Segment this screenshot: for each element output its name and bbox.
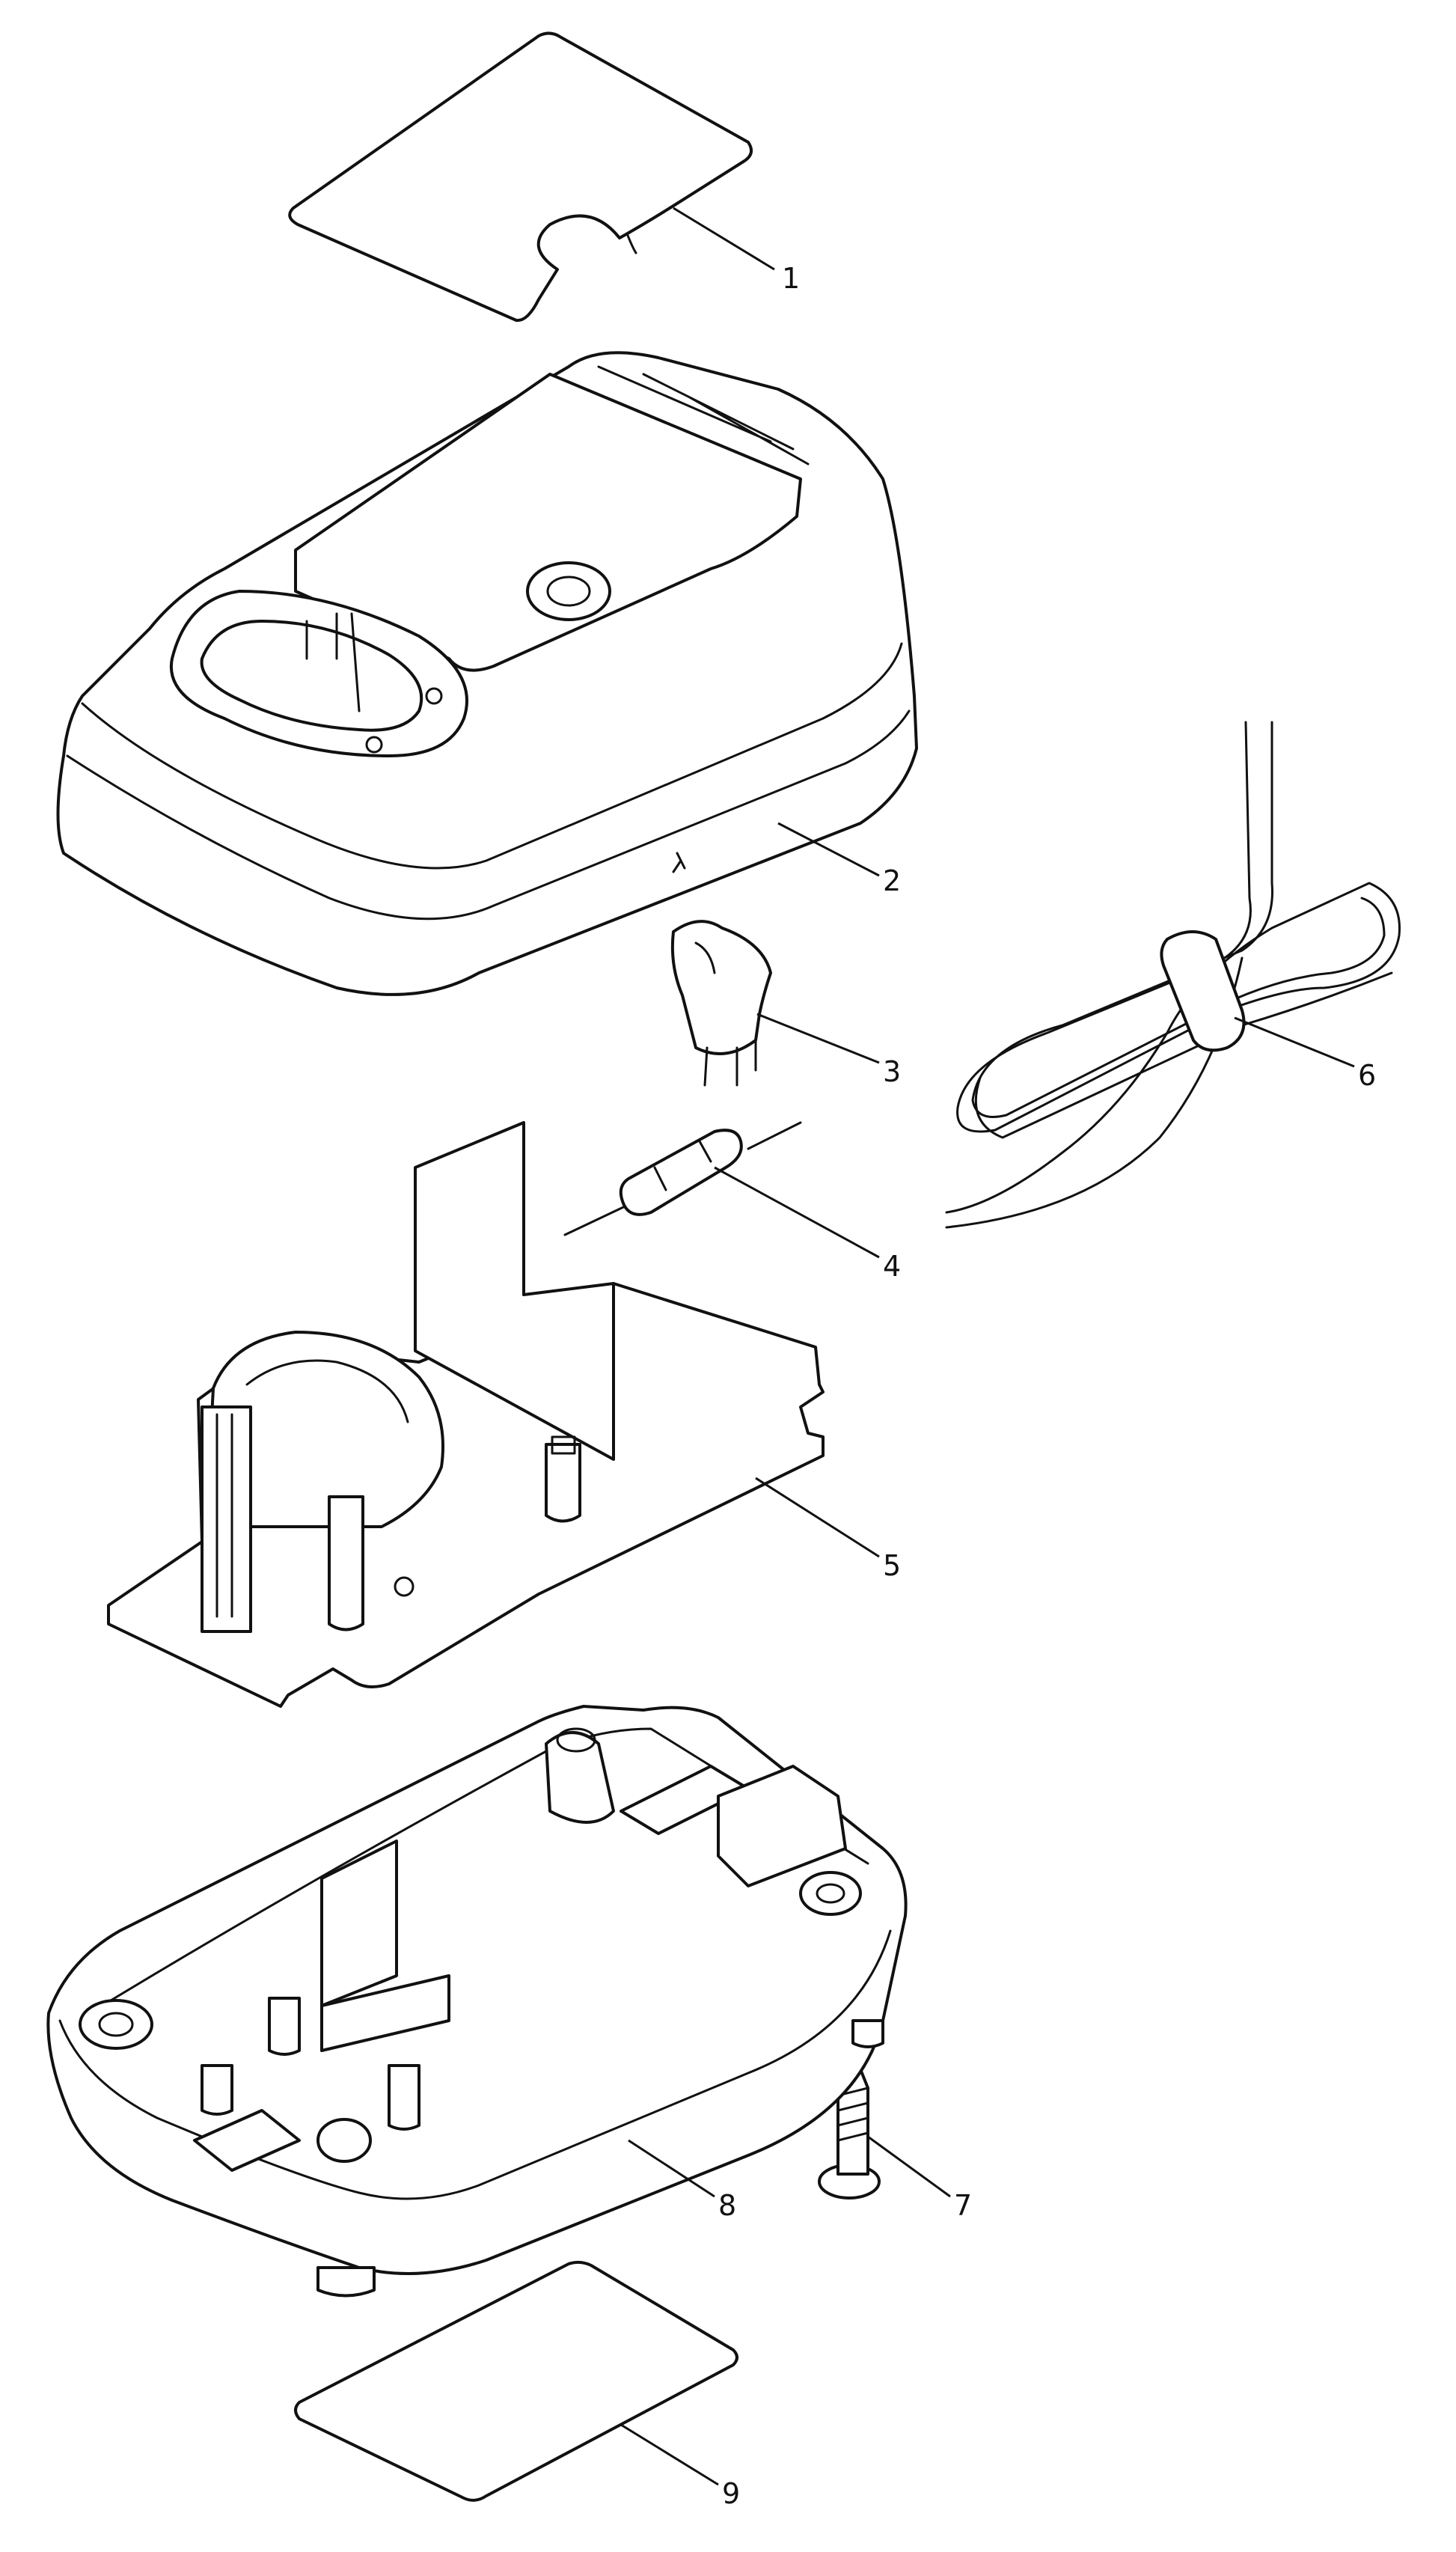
callout-5: 5 xyxy=(883,1549,901,1582)
part-8-bottom-housing xyxy=(46,1705,908,2298)
part-2-top-housing xyxy=(56,351,918,996)
part-1-label-sheet xyxy=(288,31,753,323)
callout-8: 8 xyxy=(718,2189,736,2222)
callout-2: 2 xyxy=(883,864,901,897)
callout-labels: 1 2 3 4 5 6 7 8 9 xyxy=(718,262,1376,2510)
part-5-circuit-board xyxy=(107,1121,825,1708)
part-4-fuse xyxy=(563,1121,802,1236)
part-6-power-cord xyxy=(945,721,1401,1229)
callout-3: 3 xyxy=(883,1055,901,1088)
part-3-capacitor xyxy=(670,920,772,1087)
part-9-bottom-label xyxy=(294,2260,738,2502)
callout-6: 6 xyxy=(1358,1059,1376,1092)
callout-4: 4 xyxy=(883,1250,901,1283)
leader-lines xyxy=(620,207,1355,2486)
callout-9: 9 xyxy=(722,2477,740,2510)
callout-7: 7 xyxy=(954,2189,972,2222)
callout-1: 1 xyxy=(782,262,800,295)
